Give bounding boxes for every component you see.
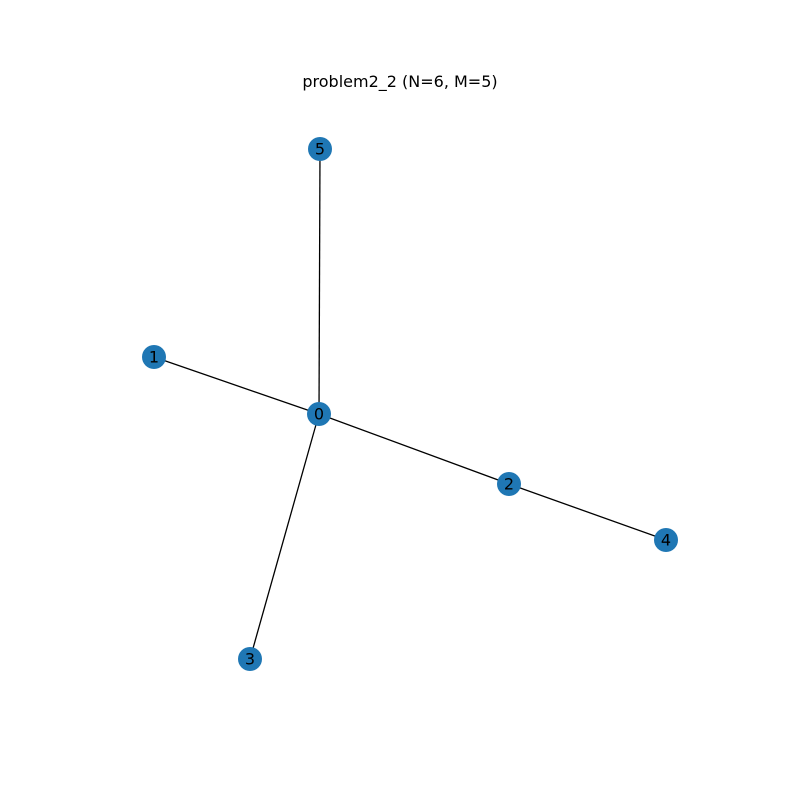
node-label-0: 0 — [314, 405, 324, 424]
node-1: 1 — [142, 345, 166, 369]
edge-0-3 — [249, 413, 320, 660]
node-circle-4 — [654, 528, 678, 552]
node-label-2: 2 — [504, 475, 514, 494]
node-circle-2 — [497, 472, 521, 496]
graph-title: problem2_2 (N=6, M=5) — [302, 72, 498, 91]
node-circle-0 — [307, 402, 331, 426]
node-circle-5 — [308, 137, 332, 161]
node-label-1: 1 — [149, 348, 159, 367]
node-3: 3 — [238, 647, 262, 671]
node-2: 2 — [497, 472, 521, 496]
edge-0-1 — [153, 356, 320, 415]
node-circle-3 — [238, 647, 262, 671]
node-4: 4 — [654, 528, 678, 552]
edges-layer — [153, 148, 667, 660]
node-label-5: 5 — [315, 140, 325, 159]
edge-0-5 — [318, 148, 321, 415]
node-circle-1 — [142, 345, 166, 369]
node-label-4: 4 — [661, 531, 671, 550]
node-label-3: 3 — [245, 650, 255, 669]
edge-2-4 — [508, 483, 667, 541]
edge-0-2 — [318, 413, 510, 485]
node-0: 0 — [307, 402, 331, 426]
nodes-layer: 0 1 2 3 4 5 — [142, 137, 678, 671]
node-5: 5 — [308, 137, 332, 161]
